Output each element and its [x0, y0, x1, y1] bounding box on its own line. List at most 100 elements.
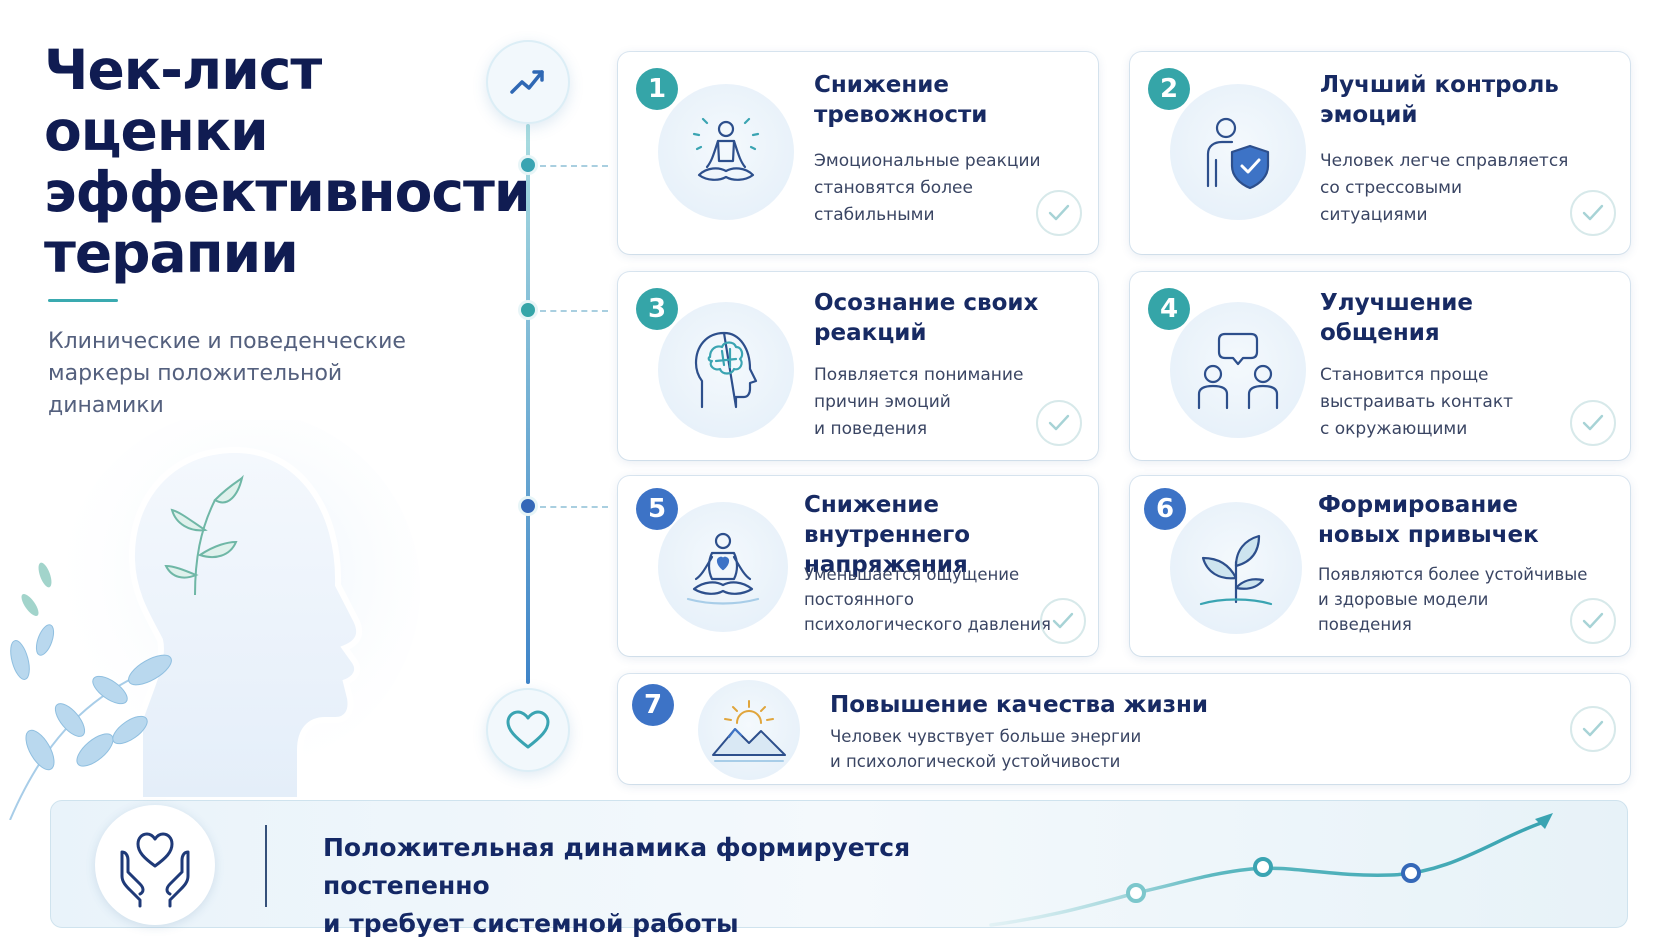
growth-curve-graphic — [989, 813, 1553, 927]
checklist-card: 5 Снижение внутреннего напряжения Уменьш… — [618, 476, 1098, 656]
curve-point — [1401, 863, 1421, 883]
card-title-line: Улучшение — [1320, 290, 1473, 316]
summary-banner: Положительная динамика формируется посте… — [50, 800, 1628, 938]
title-line: оценки — [44, 99, 269, 163]
card-number-badge: 1 — [636, 68, 678, 110]
card-desc-line: Человек легче справляется — [1320, 151, 1569, 171]
card-title-line: Снижение — [804, 492, 939, 518]
timeline-connector — [540, 310, 608, 312]
head-leaves-illustration — [9, 420, 420, 820]
card-icon-circle — [658, 502, 788, 632]
check-icon — [1570, 190, 1616, 236]
card-icon-circle — [658, 302, 794, 438]
banner-text-line: Положительная динамика формируется посте… — [323, 833, 911, 900]
card-title: Улучшение общения — [1320, 288, 1610, 348]
card-desc-line: становятся более — [814, 178, 973, 198]
card-title: Формирование новых привычек — [1318, 490, 1618, 550]
card-description: Появляются более устойчивые и здоровые м… — [1318, 562, 1618, 637]
curve-point — [1126, 883, 1146, 903]
check-icon — [1570, 598, 1616, 644]
card-desc-line: выстраивать контакт — [1320, 392, 1513, 412]
card-desc-line: поведения — [1318, 615, 1412, 634]
card-number-badge: 3 — [636, 288, 678, 330]
title-line: терапии — [44, 221, 299, 285]
card-desc-line: Появляются более устойчивые — [1318, 565, 1588, 584]
subtitle-line: динамики — [48, 393, 164, 418]
card-icon-circle — [658, 84, 794, 220]
card-number-badge: 6 — [1144, 488, 1186, 530]
card-title-line: Лучший контроль — [1320, 72, 1559, 98]
hands-heart-icon — [120, 832, 190, 908]
card-icon-circle — [1170, 502, 1302, 634]
card-desc-line: с окружающими — [1320, 419, 1468, 439]
person-shield-icon — [1206, 117, 1270, 190]
card-desc-line: стабильными — [814, 205, 935, 225]
timeline-connector — [540, 506, 608, 508]
people-chat-icon — [1197, 332, 1279, 410]
trend-up-icon — [510, 70, 544, 94]
timeline-node — [518, 300, 538, 320]
banner-text: Положительная динамика формируется посте… — [323, 829, 1083, 941]
meditation-heart-icon — [686, 532, 760, 605]
card-desc-line: психологического давления — [804, 615, 1051, 634]
card-title: Снижение тревожности — [814, 70, 1084, 130]
card-desc-line: Человек чувствует больше энергии — [830, 727, 1142, 746]
curve-point — [1253, 857, 1273, 877]
card-desc-line: и поведения — [814, 419, 928, 439]
card-title-line: Осознание своих — [814, 290, 1039, 316]
timeline-node — [518, 496, 538, 516]
card-description: Появляется понимание причин эмоций и пов… — [814, 362, 1084, 443]
title-line: Чек-лист — [44, 38, 322, 102]
meditation-icon — [692, 117, 760, 181]
card-title-line: внутреннего напряжения — [804, 522, 971, 578]
check-icon — [1570, 706, 1616, 752]
card-description: Человек легче справляется со стрессовыми… — [1320, 148, 1610, 229]
timeline-end — [486, 688, 570, 772]
card-title-line: тревожности — [814, 102, 988, 128]
card-title: Осознание своих реакций — [814, 288, 1084, 348]
subtitle-line: маркеры положительной — [48, 361, 343, 386]
card-number-badge: 5 — [636, 488, 678, 530]
card-number-badge: 2 — [1148, 68, 1190, 110]
card-number-badge: 4 — [1148, 288, 1190, 330]
card-icon-circle — [1170, 302, 1306, 438]
card-description: Эмоциональные реакции становятся более с… — [814, 148, 1084, 229]
card-title-line: реакций — [814, 320, 927, 346]
card-title: Лучший контроль эмоций — [1320, 70, 1610, 130]
sprout-icon — [1199, 534, 1273, 606]
card-icon-circle — [698, 680, 800, 780]
checklist-card: 6 Формирование новых привычек Появляются… — [1130, 476, 1630, 656]
card-desc-line: Уменьшается ощущение — [804, 565, 1020, 584]
card-description: Становится проще выстраивать контакт с о… — [1320, 362, 1610, 443]
card-title-line: общения — [1320, 320, 1440, 346]
card-desc-line: ситуациями — [1320, 205, 1428, 225]
card-title-line: Повышение качества жизни — [830, 692, 1208, 718]
heart-icon — [506, 710, 550, 749]
card-desc-line: Становится проще — [1320, 365, 1489, 385]
card-desc-line: Появляется понимание — [814, 365, 1024, 385]
card-icon-circle — [1170, 84, 1306, 220]
card-title: Снижение внутреннего напряжения — [804, 490, 1094, 580]
checklist-card: 2 Лучший контроль эмоций Человек легче с… — [1130, 52, 1630, 254]
banner-text-line: и требует системной работы — [323, 909, 739, 938]
card-desc-line: постоянного — [804, 590, 915, 609]
card-desc-line: причин эмоций — [814, 392, 951, 412]
checklist-card: 7 Повышение качества жизни Человек чувст… — [618, 674, 1630, 784]
checklist-card: 1 Снижение тревожности Эмоциональные реа… — [618, 52, 1098, 254]
checklist-card: 3 Осознание своих реакций Появляется пон… — [618, 272, 1098, 460]
banner-icon-circle — [95, 805, 215, 925]
card-title-line: эмоций — [1320, 102, 1418, 128]
arrow-head — [1535, 813, 1553, 829]
title-line: эффективности — [44, 160, 532, 224]
card-title-line: Снижение — [814, 72, 949, 98]
card-title-line: новых привычек — [1318, 522, 1539, 548]
subtitle-line: Клинические и поведенческие — [48, 329, 406, 354]
check-icon — [1036, 190, 1082, 236]
card-title: Повышение качества жизни — [830, 690, 1470, 720]
check-icon — [1040, 598, 1086, 644]
check-icon — [1036, 400, 1082, 446]
sun-mountains-icon — [712, 700, 786, 762]
head-brain-icon — [694, 331, 758, 409]
card-title-line: Формирование — [1318, 492, 1518, 518]
